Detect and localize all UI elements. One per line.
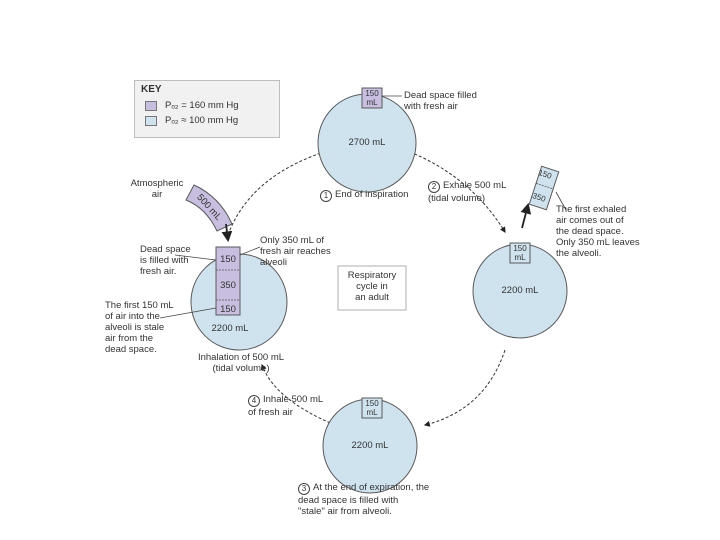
top-callout: Dead space filled with fresh air xyxy=(404,90,477,112)
center-label-box xyxy=(337,265,407,311)
exhale-arrow xyxy=(520,202,532,229)
center-label: Respiratory cycle in an adult xyxy=(347,270,397,303)
step-4-text: Inhale 500 mL of fresh air xyxy=(248,394,324,418)
step-3-number: 3 xyxy=(298,483,310,495)
key-legend: KEY Pₒ₂ = 160 mm Hg Pₒ₂ ≈ 100 mm Hg xyxy=(134,80,280,138)
bottom-dead-space xyxy=(361,397,383,419)
atmospheric-air-label: Atmospheric air xyxy=(130,178,184,200)
key-item-stale: Pₒ₂ ≈ 100 mm Hg xyxy=(145,115,238,126)
top-dead-space-label: 150 mL xyxy=(365,89,379,107)
step-1-number: 1 xyxy=(320,190,332,202)
left-dead-bottom: 150 xyxy=(220,304,236,315)
right-dead-space xyxy=(509,242,531,264)
fresh-swatch-icon xyxy=(145,100,157,111)
left-dead-mid: 350 xyxy=(220,280,236,291)
step-2-text: Exhale 500 mL (tidal volume) xyxy=(428,180,507,204)
arrow-top-to-right xyxy=(404,149,506,234)
inhale-arrow xyxy=(221,223,233,243)
callout-first-150: The first 150 mL of air into the alveoli… xyxy=(105,300,174,355)
stale-swatch-icon xyxy=(145,115,157,126)
key-item-fresh: Pₒ₂ = 160 mm Hg xyxy=(145,100,239,111)
right-exhale-tube xyxy=(528,165,560,211)
right-note: The first exhaled air comes out of the d… xyxy=(556,204,640,259)
step-3-text: At the end of expiration, the dead space… xyxy=(298,482,430,517)
step-1-text: End of inspiration xyxy=(335,189,409,200)
left-volume: 2200 mL xyxy=(211,323,249,334)
left-dead-top: 150 xyxy=(220,254,236,265)
step-4-number: 4 xyxy=(248,395,260,407)
arrow-right-to-bottom xyxy=(423,349,506,427)
step-2-number: 2 xyxy=(428,181,440,193)
left-dead-space-tube xyxy=(215,246,241,316)
key-title: KEY xyxy=(141,84,162,95)
key-item-label: Pₒ₂ = 160 mm Hg xyxy=(165,100,239,111)
top-dead-space xyxy=(361,87,383,109)
right-volume: 2200 mL xyxy=(501,285,539,296)
arrow-left-to-top xyxy=(227,148,332,236)
callout-only-350: Only 350 mL of fresh air reaches alveoli xyxy=(260,235,331,268)
arrow-bottom-to-left xyxy=(260,363,336,426)
key-item-label: Pₒ₂ ≈ 100 mm Hg xyxy=(165,115,239,126)
right-dead-space-label: 150 mL xyxy=(513,244,527,262)
bottom-volume: 2200 mL xyxy=(351,440,389,451)
top-volume: 2700 mL xyxy=(348,137,386,148)
callout-dead-space: Dead space is filled with fresh air. xyxy=(140,244,191,277)
atmospheric-air-tube xyxy=(185,184,233,232)
inhalation-label: Inhalation of 500 mL (tidal volume) xyxy=(197,352,285,374)
bottom-dead-space-label: 150 mL xyxy=(365,399,379,417)
